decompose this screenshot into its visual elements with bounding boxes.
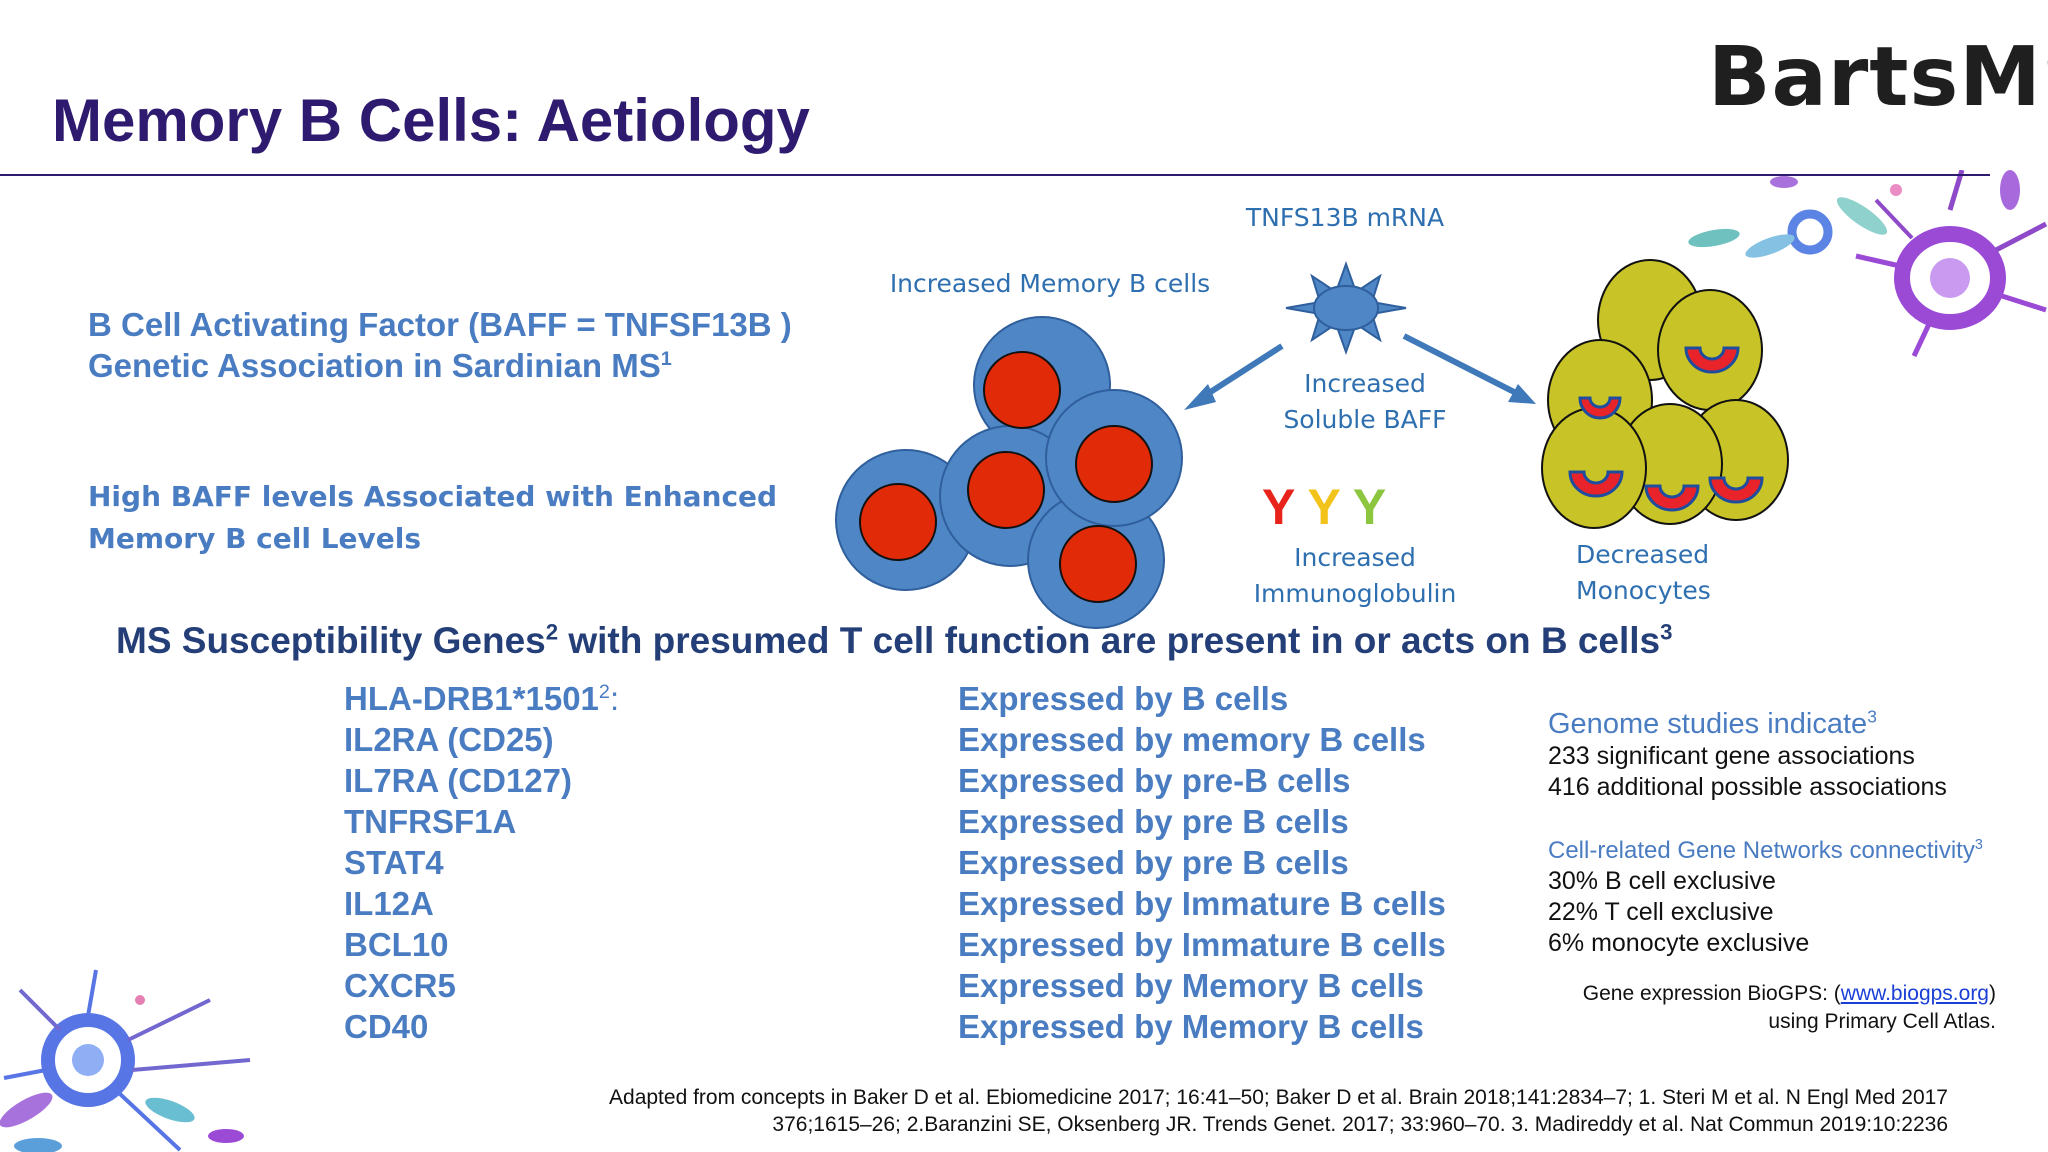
antibody-icon-green: Y bbox=[1352, 479, 1387, 535]
b-cell-nucleus bbox=[1075, 425, 1153, 503]
monocytes-line-1: Decreased bbox=[1576, 540, 1710, 569]
expression-row: Expressed by memory B cells bbox=[958, 721, 1426, 758]
b-cell-nucleus bbox=[967, 451, 1045, 529]
monocyte-cluster bbox=[1541, 259, 1789, 529]
gene-suffix: : bbox=[609, 680, 620, 717]
gene-row: TNFRSF1A bbox=[344, 803, 517, 840]
biogps-note: Gene expression BioGPS: (www.biogps.org)… bbox=[1548, 980, 1996, 1036]
susceptibility-heading-ref: 2 bbox=[545, 619, 559, 645]
title-divider bbox=[0, 174, 1990, 176]
genome-heading-ref: 3 bbox=[1867, 706, 1877, 727]
monocytes-label: Decreased Monocytes bbox=[1576, 537, 1766, 609]
soluble-baff-line-1: Increased bbox=[1304, 369, 1426, 398]
immunoglobulin-line-2: Immunoglobulin bbox=[1253, 579, 1457, 608]
baff-star-icon bbox=[1285, 261, 1407, 355]
gene-name: HLA-DRB1*1501 bbox=[344, 680, 599, 717]
biogps-prefix: Gene expression BioGPS: ( bbox=[1582, 982, 1841, 1005]
slide-title: Memory B Cells: Aetiology bbox=[52, 87, 810, 154]
network-heading-ref: 3 bbox=[1974, 837, 1983, 853]
gene-networks-panel: Cell-related Gene Networks connectivity3… bbox=[1548, 836, 1983, 959]
genome-line: 233 significant gene associations bbox=[1548, 742, 1915, 770]
references: Adapted from concepts in Baker D et al. … bbox=[440, 1084, 1948, 1138]
network-heading: Cell-related Gene Networks connectivity3 bbox=[1548, 836, 1983, 866]
gene-row: IL12A bbox=[344, 885, 434, 922]
gene-row: BCL10 bbox=[344, 926, 449, 963]
antibody-icon-yellow: Y bbox=[1307, 479, 1340, 535]
reference-line-1: Adapted from concepts in Baker D et al. … bbox=[609, 1086, 1948, 1109]
soluble-baff-line-2: Soluble BAFF bbox=[1283, 405, 1447, 434]
genome-line: 416 additional possible associations bbox=[1548, 773, 1947, 801]
antibody-icons: Y Y Y bbox=[1262, 478, 1386, 536]
genome-heading-text: Genome studies indicate bbox=[1548, 708, 1868, 740]
gene-row: STAT4 bbox=[344, 844, 444, 881]
baff-genetic-association: B Cell Activating Factor (BAFF = TNFSF13… bbox=[88, 304, 792, 386]
expression-row: Expressed by Immature B cells bbox=[958, 926, 1446, 963]
b-cell-nucleus bbox=[983, 351, 1061, 429]
monocytes-line-2: Monocytes bbox=[1576, 576, 1711, 605]
susceptibility-heading-text: MS Susceptibility Genes bbox=[116, 620, 546, 661]
expression-list: Expressed by B cells Expressed by memory… bbox=[958, 678, 1446, 1047]
expression-row: Expressed by Memory B cells bbox=[958, 967, 1424, 1004]
baff-line-1: B Cell Activating Factor (BAFF = TNFSF13… bbox=[88, 306, 792, 343]
increased-memory-b-cells-label: Increased Memory B cells bbox=[889, 269, 1211, 298]
gene-row: IL7RA (CD127) bbox=[344, 762, 572, 799]
biogps-link[interactable]: www.biogps.org bbox=[1840, 982, 1989, 1005]
gene-ref: 2 bbox=[598, 681, 610, 703]
soluble-baff-label: Increased Soluble BAFF bbox=[1240, 366, 1490, 438]
bartsms-logo: BartsMS bbox=[1708, 30, 2048, 125]
expression-row: Expressed by Immature B cells bbox=[958, 885, 1446, 922]
high-baff-note: High BAFF levels Associated with Enhance… bbox=[88, 476, 777, 560]
antibody-icon-red: Y bbox=[1262, 479, 1295, 535]
gene-row: CD40 bbox=[344, 1008, 429, 1045]
gene-row: CXCR5 bbox=[344, 967, 456, 1004]
baff-line-2: Genetic Association in Sardinian MS1 bbox=[88, 345, 792, 386]
network-heading-text: Cell-related Gene Networks connectivity bbox=[1548, 837, 1975, 864]
immunoglobulin-label: Increased Immunoglobulin bbox=[1220, 540, 1490, 612]
b-cell-nucleus bbox=[859, 483, 937, 561]
biogps-line-1: Gene expression BioGPS: (www.biogps.org) bbox=[1548, 980, 1996, 1008]
network-line: 22% T cell exclusive bbox=[1548, 898, 1774, 926]
gene-row: HLA-DRB1*15012: bbox=[344, 678, 619, 719]
monocyte bbox=[1541, 407, 1647, 529]
biogps-suffix: ) bbox=[1989, 982, 1996, 1005]
baff-line-2-ref: 1 bbox=[660, 348, 672, 370]
arrow-to-b-cells-icon bbox=[1184, 343, 1284, 410]
expression-row: Expressed by Memory B cells bbox=[958, 1008, 1424, 1045]
arrow-to-monocytes-icon bbox=[1402, 333, 1536, 404]
decorative-microbe-art-top-right bbox=[1688, 170, 2048, 358]
expression-row: Expressed by pre B cells bbox=[958, 844, 1349, 881]
immunoglobulin-line-1: Increased bbox=[1294, 543, 1416, 572]
b-cell-nucleus bbox=[1059, 525, 1137, 603]
gene-row: IL2RA (CD25) bbox=[344, 721, 554, 758]
susceptibility-heading: MS Susceptibility Genes2 with presumed T… bbox=[116, 620, 1672, 662]
mrna-label: TNFS13B mRNA bbox=[1245, 203, 1445, 232]
memory-b-cell-cluster bbox=[835, 316, 1183, 629]
network-line: 6% monocyte exclusive bbox=[1548, 929, 1810, 957]
expression-row: Expressed by pre-B cells bbox=[958, 762, 1351, 799]
susceptibility-heading-ref-2: 3 bbox=[1660, 619, 1673, 645]
expression-row: Expressed by pre B cells bbox=[958, 803, 1349, 840]
genome-heading: Genome studies indicate3 bbox=[1548, 708, 1947, 741]
decorative-microbe-art-bottom-left bbox=[0, 969, 251, 1152]
susceptibility-heading-rest: with presumed T cell function are presen… bbox=[558, 620, 1661, 661]
high-baff-line-2: Memory B cell Levels bbox=[88, 522, 422, 555]
monocyte bbox=[1657, 289, 1763, 411]
expression-row: Expressed by B cells bbox=[958, 680, 1289, 717]
gene-list: HLA-DRB1*15012: IL2RA (CD25) IL7RA (CD12… bbox=[344, 678, 619, 1047]
genome-studies-panel: Genome studies indicate3 233 significant… bbox=[1548, 708, 1947, 803]
baff-mechanism-diagram bbox=[835, 259, 1789, 629]
high-baff-line-1: High BAFF levels Associated with Enhance… bbox=[88, 480, 778, 513]
biogps-line-2: using Primary Cell Atlas. bbox=[1768, 1010, 1996, 1033]
reference-line-2: 376;1615–26; 2.Baranzini SE, Oksenberg J… bbox=[772, 1113, 1948, 1136]
baff-line-2-text: Genetic Association in Sardinian MS bbox=[88, 347, 661, 384]
network-line: 30% B cell exclusive bbox=[1548, 867, 1776, 895]
